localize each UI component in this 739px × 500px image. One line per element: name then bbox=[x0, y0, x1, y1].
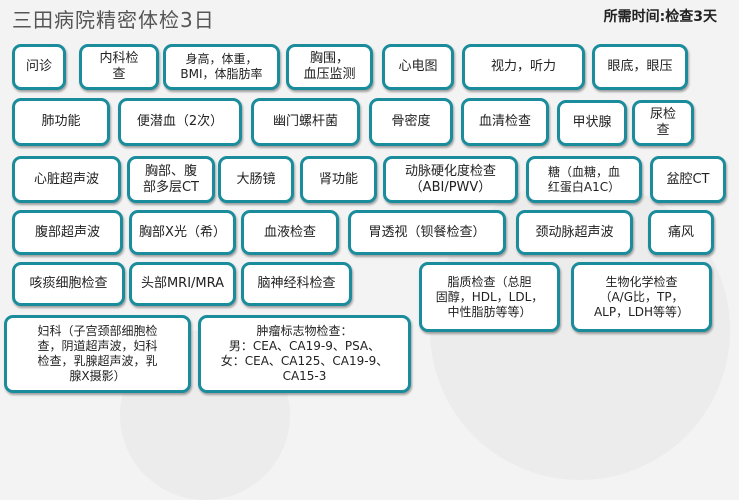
exam-xindiantu[interactable]: 心电图 bbox=[382, 44, 454, 90]
exam-jiazhuangxian[interactable]: 甲状腺 bbox=[557, 100, 627, 146]
exam-shili[interactable]: 视力，听力 bbox=[462, 44, 585, 90]
exam-jingdongmai[interactable]: 颈动脉超声波 bbox=[516, 210, 633, 255]
exam-feigongneng[interactable]: 肺功能 bbox=[12, 98, 110, 146]
exam-fubu[interactable]: 腹部超声波 bbox=[12, 210, 123, 255]
exam-shenghua[interactable]: 生物化学检查 （A/G比，TP， ALP，LDH等等） bbox=[571, 262, 712, 332]
exam-katan[interactable]: 咳痰细胞检查 bbox=[12, 262, 125, 306]
exam-dongmai[interactable]: 动脉硬化度检查 （ABI/PWV） bbox=[383, 156, 518, 203]
exam-tang[interactable]: 糖（血糖，血 红蛋白A1C） bbox=[526, 156, 642, 203]
exam-xiongwei[interactable]: 胸围， 血压监测 bbox=[286, 44, 373, 90]
page-title: 三田病院精密体检3日 bbox=[12, 8, 215, 32]
exam-youmen[interactable]: 幽门螺杆菌 bbox=[251, 98, 360, 146]
exam-tongfeng[interactable]: 痛风 bbox=[648, 210, 714, 255]
exam-niaojiancha[interactable]: 尿检 查 bbox=[632, 100, 694, 146]
exam-weitoushi[interactable]: 胃透视（钡餐检查） bbox=[348, 210, 506, 255]
exam-penqiang[interactable]: 盆腔CT bbox=[650, 156, 726, 203]
exam-toubu[interactable]: 头部MRI/MRA bbox=[129, 262, 236, 306]
exam-yandi[interactable]: 眼底，眼压 bbox=[592, 44, 688, 90]
exam-shengao[interactable]: 身高，体重， BMI，体脂肪率 bbox=[163, 44, 280, 90]
exam-zhongliu[interactable]: 肿瘤标志物检查： 男：CEA、CA19-9、PSA、 女：CEA、CA125、C… bbox=[198, 315, 411, 393]
exam-gumidu[interactable]: 骨密度 bbox=[369, 98, 453, 146]
exam-fuke[interactable]: 妇科（子宫颈部细胞检 查，阴道超声波，妇科 检查，乳腺超声波，乳 腺X摄影） bbox=[4, 315, 191, 393]
exam-xiongbux[interactable]: 胸部X光（希） bbox=[129, 210, 236, 255]
exam-xueqing[interactable]: 血清检查 bbox=[461, 98, 549, 146]
exam-dachangjing[interactable]: 大肠镜 bbox=[218, 156, 294, 203]
exam-wenzhen[interactable]: 问诊 bbox=[12, 44, 66, 90]
exam-xinzang[interactable]: 心脏超声波 bbox=[12, 156, 121, 203]
duration-label: 所需时间:检查3天 bbox=[603, 9, 717, 25]
exam-shengongneng[interactable]: 肾功能 bbox=[300, 156, 377, 203]
exam-bianqianxue[interactable]: 便潜血（2次） bbox=[118, 98, 242, 146]
exam-xiongbufubu[interactable]: 胸部、腹 部多层CT bbox=[127, 156, 215, 203]
exam-naoshenjing[interactable]: 脑神经科检查 bbox=[241, 262, 352, 306]
exam-xueye[interactable]: 血液检查 bbox=[241, 210, 339, 255]
exam-zhizhi[interactable]: 脂质检查（总胆 固醇，HDL，LDL， 中性脂肪等等） bbox=[419, 262, 560, 332]
exam-neike[interactable]: 内科检 查 bbox=[79, 44, 159, 90]
